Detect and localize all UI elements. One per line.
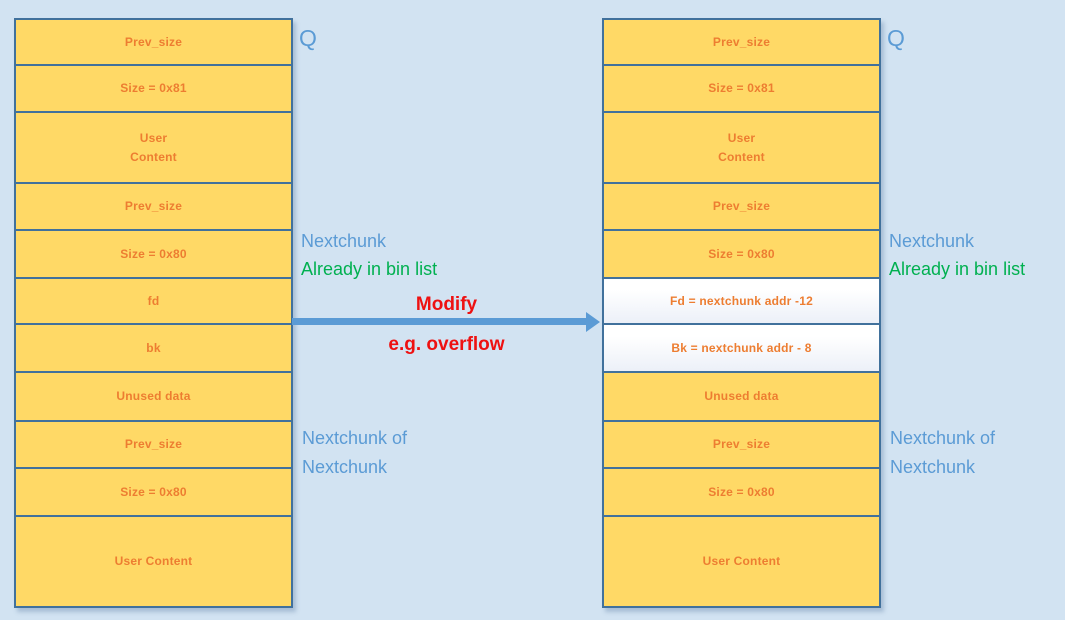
row-label: Size = 0x80 (120, 246, 187, 261)
modify-arrow-line (292, 318, 586, 325)
row-size: Size = 0x80 (16, 469, 291, 517)
row-fd: fd (16, 279, 291, 325)
annotation-line: Nextchunk (301, 231, 387, 251)
row-unused-data: Unused data (604, 373, 879, 422)
row-label: Size = 0x80 (708, 246, 775, 261)
annotation-line: Nextchunk (302, 457, 388, 477)
row-label: Unused data (704, 389, 779, 403)
row-prev-size: Prev_size (16, 184, 291, 231)
row-label: Size = 0x81 (708, 81, 775, 95)
row-label: User Content (130, 130, 177, 164)
row-size: Size = 0x80 (604, 469, 879, 517)
annotation-line: Already in bin list (889, 259, 1026, 279)
row-user-content: User Content (604, 517, 879, 606)
row-label: bk (146, 340, 161, 355)
row-fd-modified: Fd = nextchunk addr -12 (604, 279, 879, 325)
annotation-line: Nextchunk of (890, 428, 996, 448)
modify-label: Modify (415, 294, 478, 315)
row-label: Prev_size (124, 437, 183, 451)
row-label: Size = 0x80 (120, 484, 187, 499)
row-size: Size = 0x81 (604, 66, 879, 113)
row-label: User Content (114, 554, 193, 568)
annotation-nextchunk-binlist-right: Nextchunk Already in bin list (889, 227, 1025, 283)
row-user-content: User Content (16, 517, 291, 606)
row-label: Prev_size (712, 437, 771, 451)
row-prev-size: Prev_size (16, 422, 291, 469)
row-prev-size: Prev_size (604, 184, 879, 231)
row-label: Prev_size (712, 199, 771, 213)
row-size: Size = 0x80 (16, 231, 291, 279)
q-label-left: Q (299, 25, 317, 51)
annotation-nextchunk-of-nextchunk-right: Nextchunk of Nextchunk (890, 424, 995, 482)
row-user-content: User Content (604, 113, 879, 184)
row-label: User Content (718, 130, 765, 164)
chunk-column-before: Prev_size Size = 0x81 User Content Prev_… (14, 18, 293, 608)
modify-arrow-head-icon (586, 312, 600, 332)
row-label: Prev_size (712, 34, 771, 49)
row-label: Prev_size (124, 199, 183, 213)
row-size: Size = 0x80 (604, 231, 879, 279)
row-bk-modified: Bk = nextchunk addr - 8 (604, 325, 879, 373)
row-label: Size = 0x80 (708, 484, 775, 499)
annotation-nextchunk-of-nextchunk-left: Nextchunk of Nextchunk (302, 424, 407, 482)
row-prev-size: Prev_size (604, 422, 879, 469)
annotation-line: Nextchunk (890, 457, 976, 477)
overflow-label: e.g. overflow (388, 334, 505, 355)
row-label: Bk = nextchunk addr - 8 (671, 340, 812, 355)
row-size: Size = 0x81 (16, 66, 291, 113)
row-label: User Content (702, 554, 781, 568)
row-label: Size = 0x81 (120, 81, 187, 95)
row-user-content: User Content (16, 113, 291, 184)
row-prev-size: Prev_size (16, 20, 291, 66)
annotation-nextchunk-binlist-left: Nextchunk Already in bin list (301, 227, 437, 283)
q-label-right: Q (887, 25, 905, 51)
row-unused-data: Unused data (16, 373, 291, 422)
row-label: fd (147, 293, 160, 308)
row-label: Unused data (116, 389, 191, 403)
row-label: Fd = nextchunk addr -12 (670, 293, 813, 308)
annotation-line: Nextchunk of (302, 428, 408, 448)
row-label: Prev_size (124, 34, 183, 49)
annotation-line: Already in bin list (301, 259, 438, 279)
chunk-column-after: Prev_size Size = 0x81 User Content Prev_… (602, 18, 881, 608)
annotation-line: Nextchunk (889, 231, 975, 251)
row-prev-size: Prev_size (604, 20, 879, 66)
row-bk: bk (16, 325, 291, 373)
